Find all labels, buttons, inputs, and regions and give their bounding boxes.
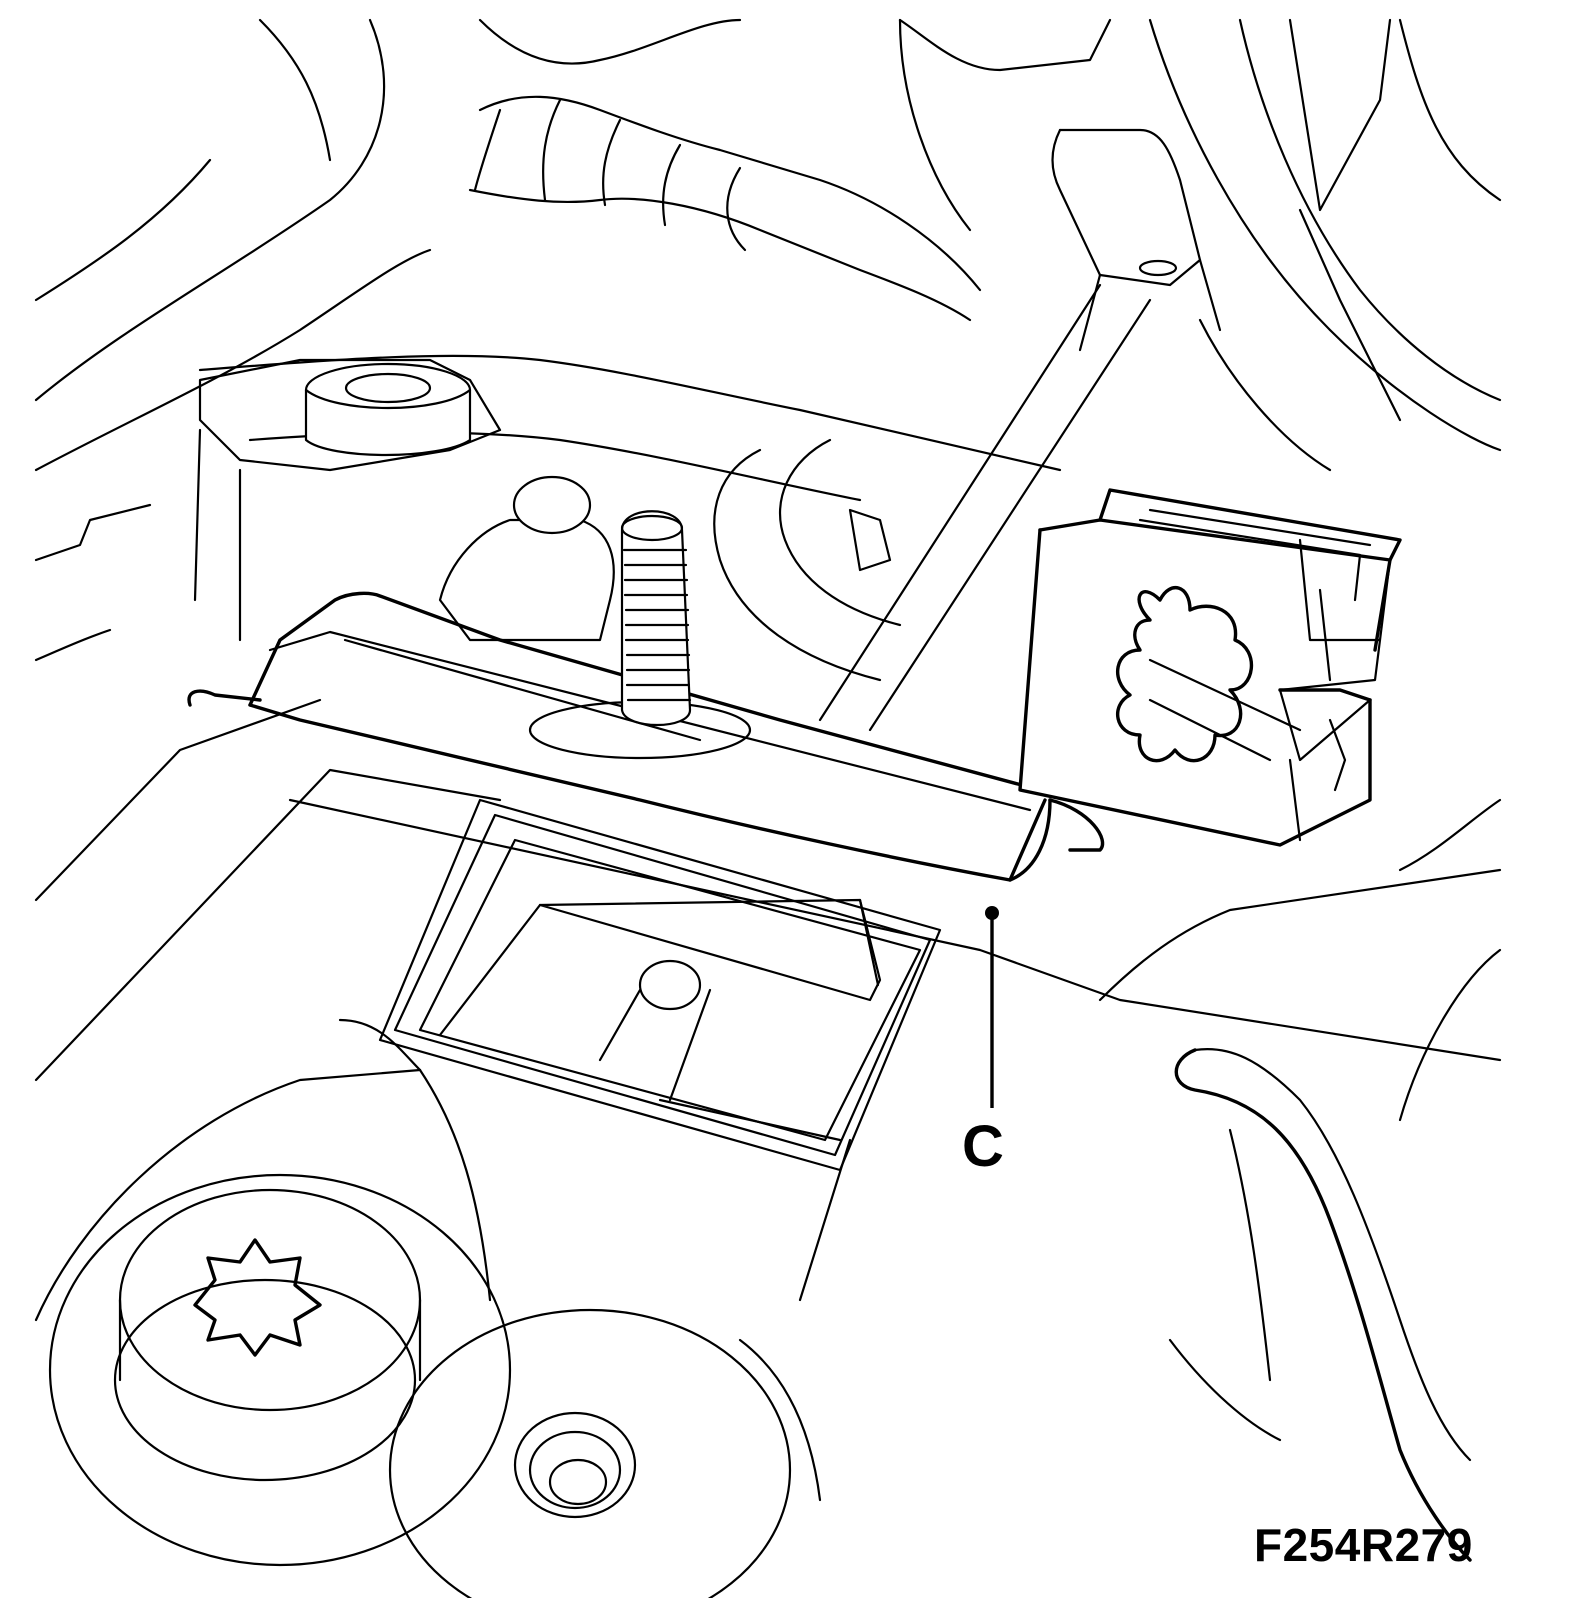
upper-right-tyre <box>1148 18 1502 472</box>
mount-tower-cap <box>193 358 502 642</box>
callout-label-c: C <box>962 1114 1004 1179</box>
connector-clip <box>1018 488 1402 847</box>
upper-hose <box>468 18 982 322</box>
figure-reference-code: F254R279 <box>1254 1519 1473 1571</box>
torx-bolt <box>48 1173 512 1567</box>
threaded-stud <box>620 510 692 726</box>
lower-right-cable <box>1168 948 1502 1562</box>
curved-pipe <box>713 438 902 682</box>
subframe-body <box>34 698 1502 1322</box>
upper-left-housing <box>34 18 432 662</box>
dome-stud-mount <box>438 475 615 642</box>
upper-right-bracket <box>898 18 1222 352</box>
callout-c-leader <box>985 906 999 1108</box>
recessed-pocket <box>378 798 942 1172</box>
threaded-hole-boss <box>388 1308 822 1598</box>
